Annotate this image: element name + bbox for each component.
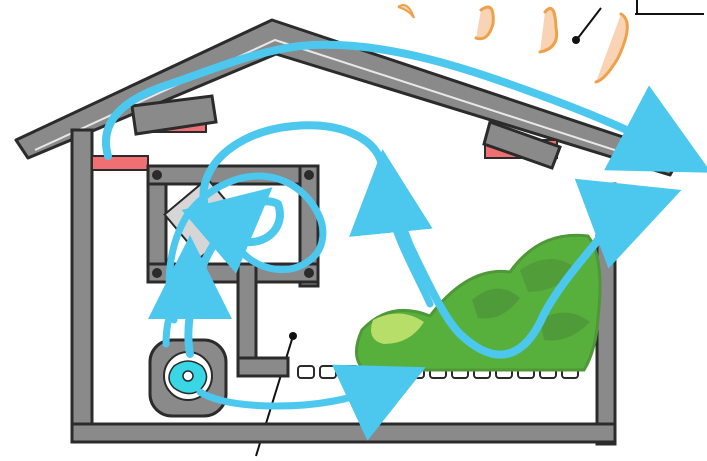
heat-panel-icon — [92, 156, 148, 170]
fan-hub — [183, 371, 193, 381]
walls-icon — [72, 130, 92, 440]
sun-rays — [398, 5, 627, 82]
flame-icon — [596, 14, 627, 82]
flame-icon — [540, 8, 557, 52]
frame-joint — [152, 170, 162, 180]
vent — [320, 366, 336, 378]
flame-icon — [398, 5, 414, 18]
annotation-dot — [572, 36, 580, 44]
frame-joint — [304, 170, 314, 180]
frame-joint — [304, 268, 314, 278]
floor-slab — [72, 424, 615, 442]
flame-icon — [476, 7, 493, 39]
airflow-bottom — [200, 382, 394, 406]
frame-icon — [238, 358, 288, 376]
annotation-line — [578, 8, 601, 38]
vent — [342, 366, 358, 378]
vent-row-icon — [298, 366, 314, 378]
frame-joint — [152, 268, 162, 278]
